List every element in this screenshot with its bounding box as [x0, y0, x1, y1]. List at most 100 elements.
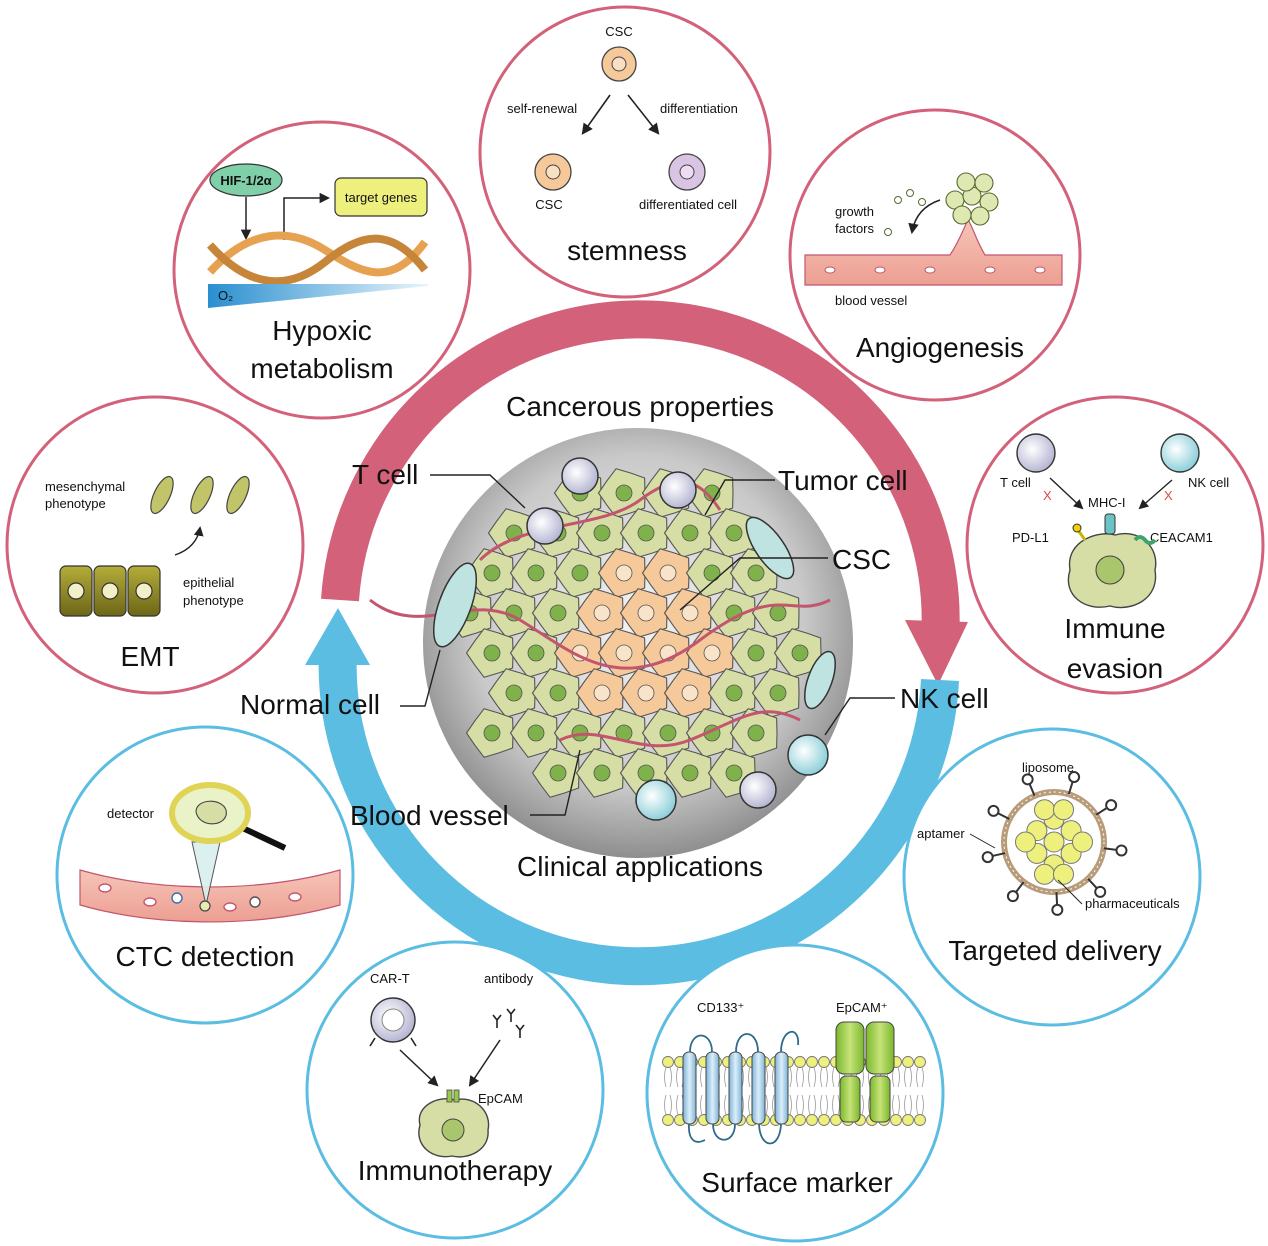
lipid-tail — [916, 1066, 924, 1088]
tumor-nucleus — [725, 684, 743, 702]
tumor-nucleus — [791, 644, 809, 662]
lipid-tail — [892, 1094, 900, 1116]
lipid-tail — [796, 1094, 804, 1116]
o2-gradient — [208, 284, 428, 308]
aptamer-head — [981, 851, 994, 864]
red-blood-cell — [1034, 266, 1046, 274]
aptamer-label: aptamer — [917, 826, 965, 841]
self-renewal-arrow — [581, 94, 611, 135]
angio-blood-vessel-label: blood vessel — [835, 293, 907, 308]
tumor-cells — [443, 468, 822, 798]
pharmaceuticals-label: pharmaceuticals — [1085, 896, 1180, 911]
csc-nucleus — [593, 684, 611, 702]
epcam-receptor — [446, 1089, 453, 1103]
cancerous-arc — [321, 300, 960, 642]
red-blood-cell — [223, 902, 237, 912]
tumor-nucleus — [637, 524, 655, 542]
cd133-helix — [751, 1051, 766, 1125]
tumor-nucleus — [571, 564, 589, 582]
hif-label: HIF-1/2α — [220, 173, 271, 188]
targeted-title: Targeted delivery — [948, 935, 1161, 966]
tumor-nucleus — [747, 724, 765, 742]
cd133-loops — [688, 1031, 799, 1145]
normal-cell — [745, 516, 795, 580]
tumor-nucleus — [527, 724, 545, 742]
panel-ctc-detection: detector CTC detection — [55, 725, 355, 1025]
antibody-icon — [515, 1024, 525, 1038]
t-cell-callout: T cell — [352, 459, 418, 490]
hypoxic-title-line2: metabolism — [250, 353, 393, 384]
growth-factor — [894, 196, 902, 204]
white-blood-cell — [171, 892, 183, 904]
surface-title: Surface marker — [701, 1167, 892, 1198]
aptamer-head — [1115, 844, 1128, 857]
epcam-receptor — [453, 1089, 460, 1103]
lipid-head — [914, 1056, 926, 1068]
dna-strand — [207, 231, 429, 277]
tumor-cluster-cell — [956, 172, 976, 192]
tumor-nucleus — [505, 684, 523, 702]
t-cell — [659, 471, 697, 509]
nk-cell-leader — [824, 697, 895, 736]
epithelial-nucleus — [135, 582, 153, 600]
car-t-nucleus — [381, 1008, 405, 1032]
tumor-cluster-cell — [974, 173, 994, 193]
epcam-domain — [839, 1075, 861, 1123]
immuno-tumor-nucleus — [441, 1118, 465, 1142]
ceacam1-receptor — [1133, 535, 1157, 545]
cd133-helix — [682, 1051, 697, 1125]
red-blood-cell — [874, 266, 886, 274]
t-cell — [739, 771, 777, 809]
tumor-nucleus — [725, 524, 743, 542]
lipid-tail — [664, 1094, 672, 1116]
tumor-nucleus — [725, 764, 743, 782]
csc-nucleus — [681, 604, 699, 622]
mesenchymal-line1: mesenchymal — [45, 479, 125, 494]
pdl1-head — [1072, 523, 1082, 533]
lipid-tail — [796, 1066, 804, 1088]
csc-callout: CSC — [832, 544, 891, 575]
tumor-cluster-cell — [970, 206, 990, 226]
tumor-nucleus — [681, 524, 699, 542]
blood-vessel-leader — [530, 749, 581, 816]
dna-strand — [207, 234, 429, 286]
csc-nucleus — [611, 56, 627, 72]
csc-nucleus — [593, 604, 611, 622]
aptamer-head — [1094, 885, 1107, 898]
stemness-circle — [478, 5, 772, 299]
csc-nucleus — [637, 684, 655, 702]
lipid-head — [794, 1114, 806, 1126]
nk-cell — [1160, 433, 1200, 473]
stemness-top-csc-label: CSC — [605, 24, 632, 39]
tumor-nucleus — [549, 764, 567, 782]
panel-stemness: CSC self-renewal differentiation CSC dif… — [478, 5, 772, 299]
normal-cell — [432, 562, 478, 648]
ctc-title: CTC detection — [116, 941, 295, 972]
cd133-label: CD133⁺ — [697, 1000, 744, 1015]
tumor-nucleus — [747, 564, 765, 582]
red-blood-cell — [143, 897, 157, 907]
block-mark: X — [1164, 488, 1173, 503]
immune-title-line2: evasion — [1067, 653, 1164, 684]
epcam-protein — [835, 1021, 895, 1123]
immunotherapy-title: Immunotherapy — [358, 1155, 553, 1186]
blood-vessel-callout: Blood vessel — [350, 800, 509, 831]
tumor-vessel — [559, 710, 801, 748]
callouts — [400, 474, 895, 816]
antibody-icon — [506, 1008, 516, 1022]
antibody-icon — [492, 1014, 502, 1028]
pharmaceutical-particle — [1072, 831, 1093, 853]
lipid-head — [662, 1114, 674, 1126]
pharmaceutical-particle — [1034, 799, 1055, 821]
pharmaceutical-particle — [1053, 863, 1074, 885]
normal-cell-callout: Normal cell — [240, 689, 380, 720]
tumor-nucleus — [703, 564, 721, 582]
t-cell-arrow — [1049, 477, 1084, 510]
angiogenesis-title: Angiogenesis — [856, 332, 1024, 363]
growth-factor-arrow — [908, 199, 941, 235]
tumor-nucleus — [483, 564, 501, 582]
panel-hypoxic-metabolism: HIF-1/2α target genes O₂ Hypoxic metabol… — [172, 120, 472, 420]
t-cell-leader — [430, 474, 526, 509]
tumor-nucleus — [483, 724, 501, 742]
immune-nk-cell-label: NK cell — [1188, 475, 1229, 490]
